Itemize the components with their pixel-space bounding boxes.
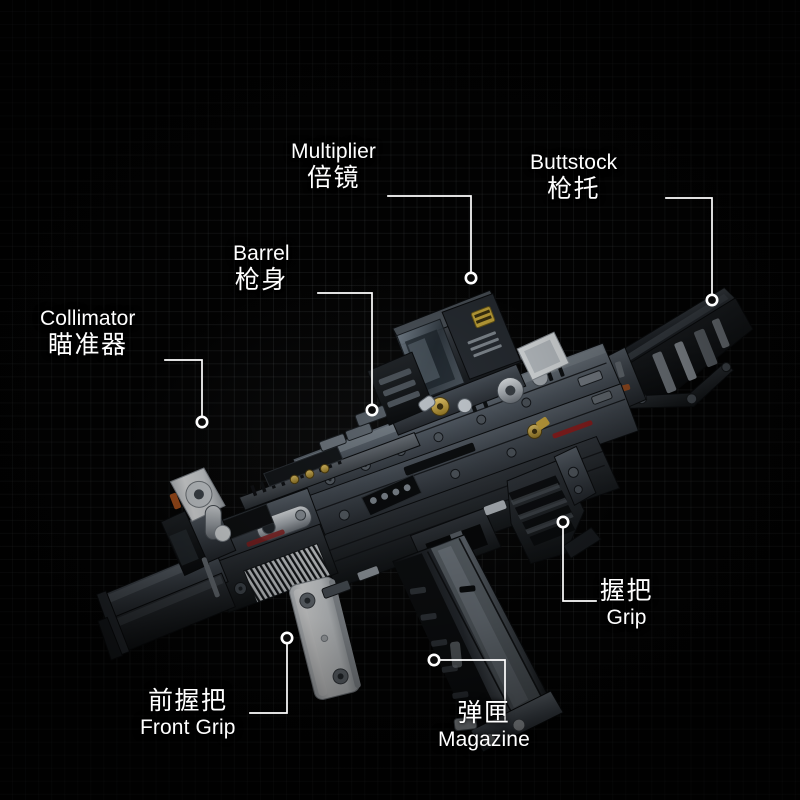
label-en-multiplier: Multiplier [291, 140, 377, 163]
label-en-barrel: Barrel [233, 242, 290, 265]
leader-line-front-grip [249, 643, 288, 714]
label-cn-buttstock: 枪托 [547, 174, 601, 203]
annotation-label-collimator: Collimator 瞄准器 [40, 308, 136, 358]
annotation-label-grip: 握把 Grip [600, 578, 653, 629]
leader-dot-grip [556, 515, 570, 529]
leader-line-barrel [317, 292, 373, 405]
leader-line-buttstock [665, 197, 713, 295]
leader-line-multiplier [387, 195, 472, 273]
label-cn-grip: 握把 [600, 577, 654, 605]
label-cn-multiplier: 倍镜 [307, 163, 361, 192]
label-en-front-grip: Front Grip [140, 716, 236, 739]
annotation-label-barrel: Barrel 枪身 [233, 243, 290, 293]
leader-dot-collimator [195, 415, 209, 429]
label-cn-magazine: 弹匣 [457, 699, 511, 727]
leader-dot-buttstock [705, 293, 719, 307]
label-en-collimator: Collimator [40, 307, 136, 330]
leader-dot-front-grip [280, 631, 294, 645]
label-cn-collimator: 瞄准器 [48, 330, 128, 359]
label-en-grip: Grip [606, 606, 647, 629]
leader-line-collimator [164, 359, 203, 417]
leader-dot-magazine [427, 653, 441, 667]
annotation-label-buttstock: Buttstock 枪托 [530, 152, 617, 202]
label-cn-barrel: 枪身 [234, 265, 288, 294]
annotation-label-front-grip: 前握把 Front Grip [140, 688, 236, 739]
annotation-label-multiplier: Multiplier 倍镜 [291, 141, 376, 191]
leader-dot-multiplier [464, 271, 478, 285]
label-en-buttstock: Buttstock [530, 151, 618, 174]
label-cn-front-grip: 前握把 [148, 687, 228, 715]
label-en-magazine: Magazine [438, 728, 530, 751]
leader-line-grip [562, 527, 597, 602]
annotation-label-magazine: 弹匣 Magazine [438, 700, 530, 751]
leader-dot-barrel [365, 403, 379, 417]
leader-line-magazine [439, 659, 506, 721]
